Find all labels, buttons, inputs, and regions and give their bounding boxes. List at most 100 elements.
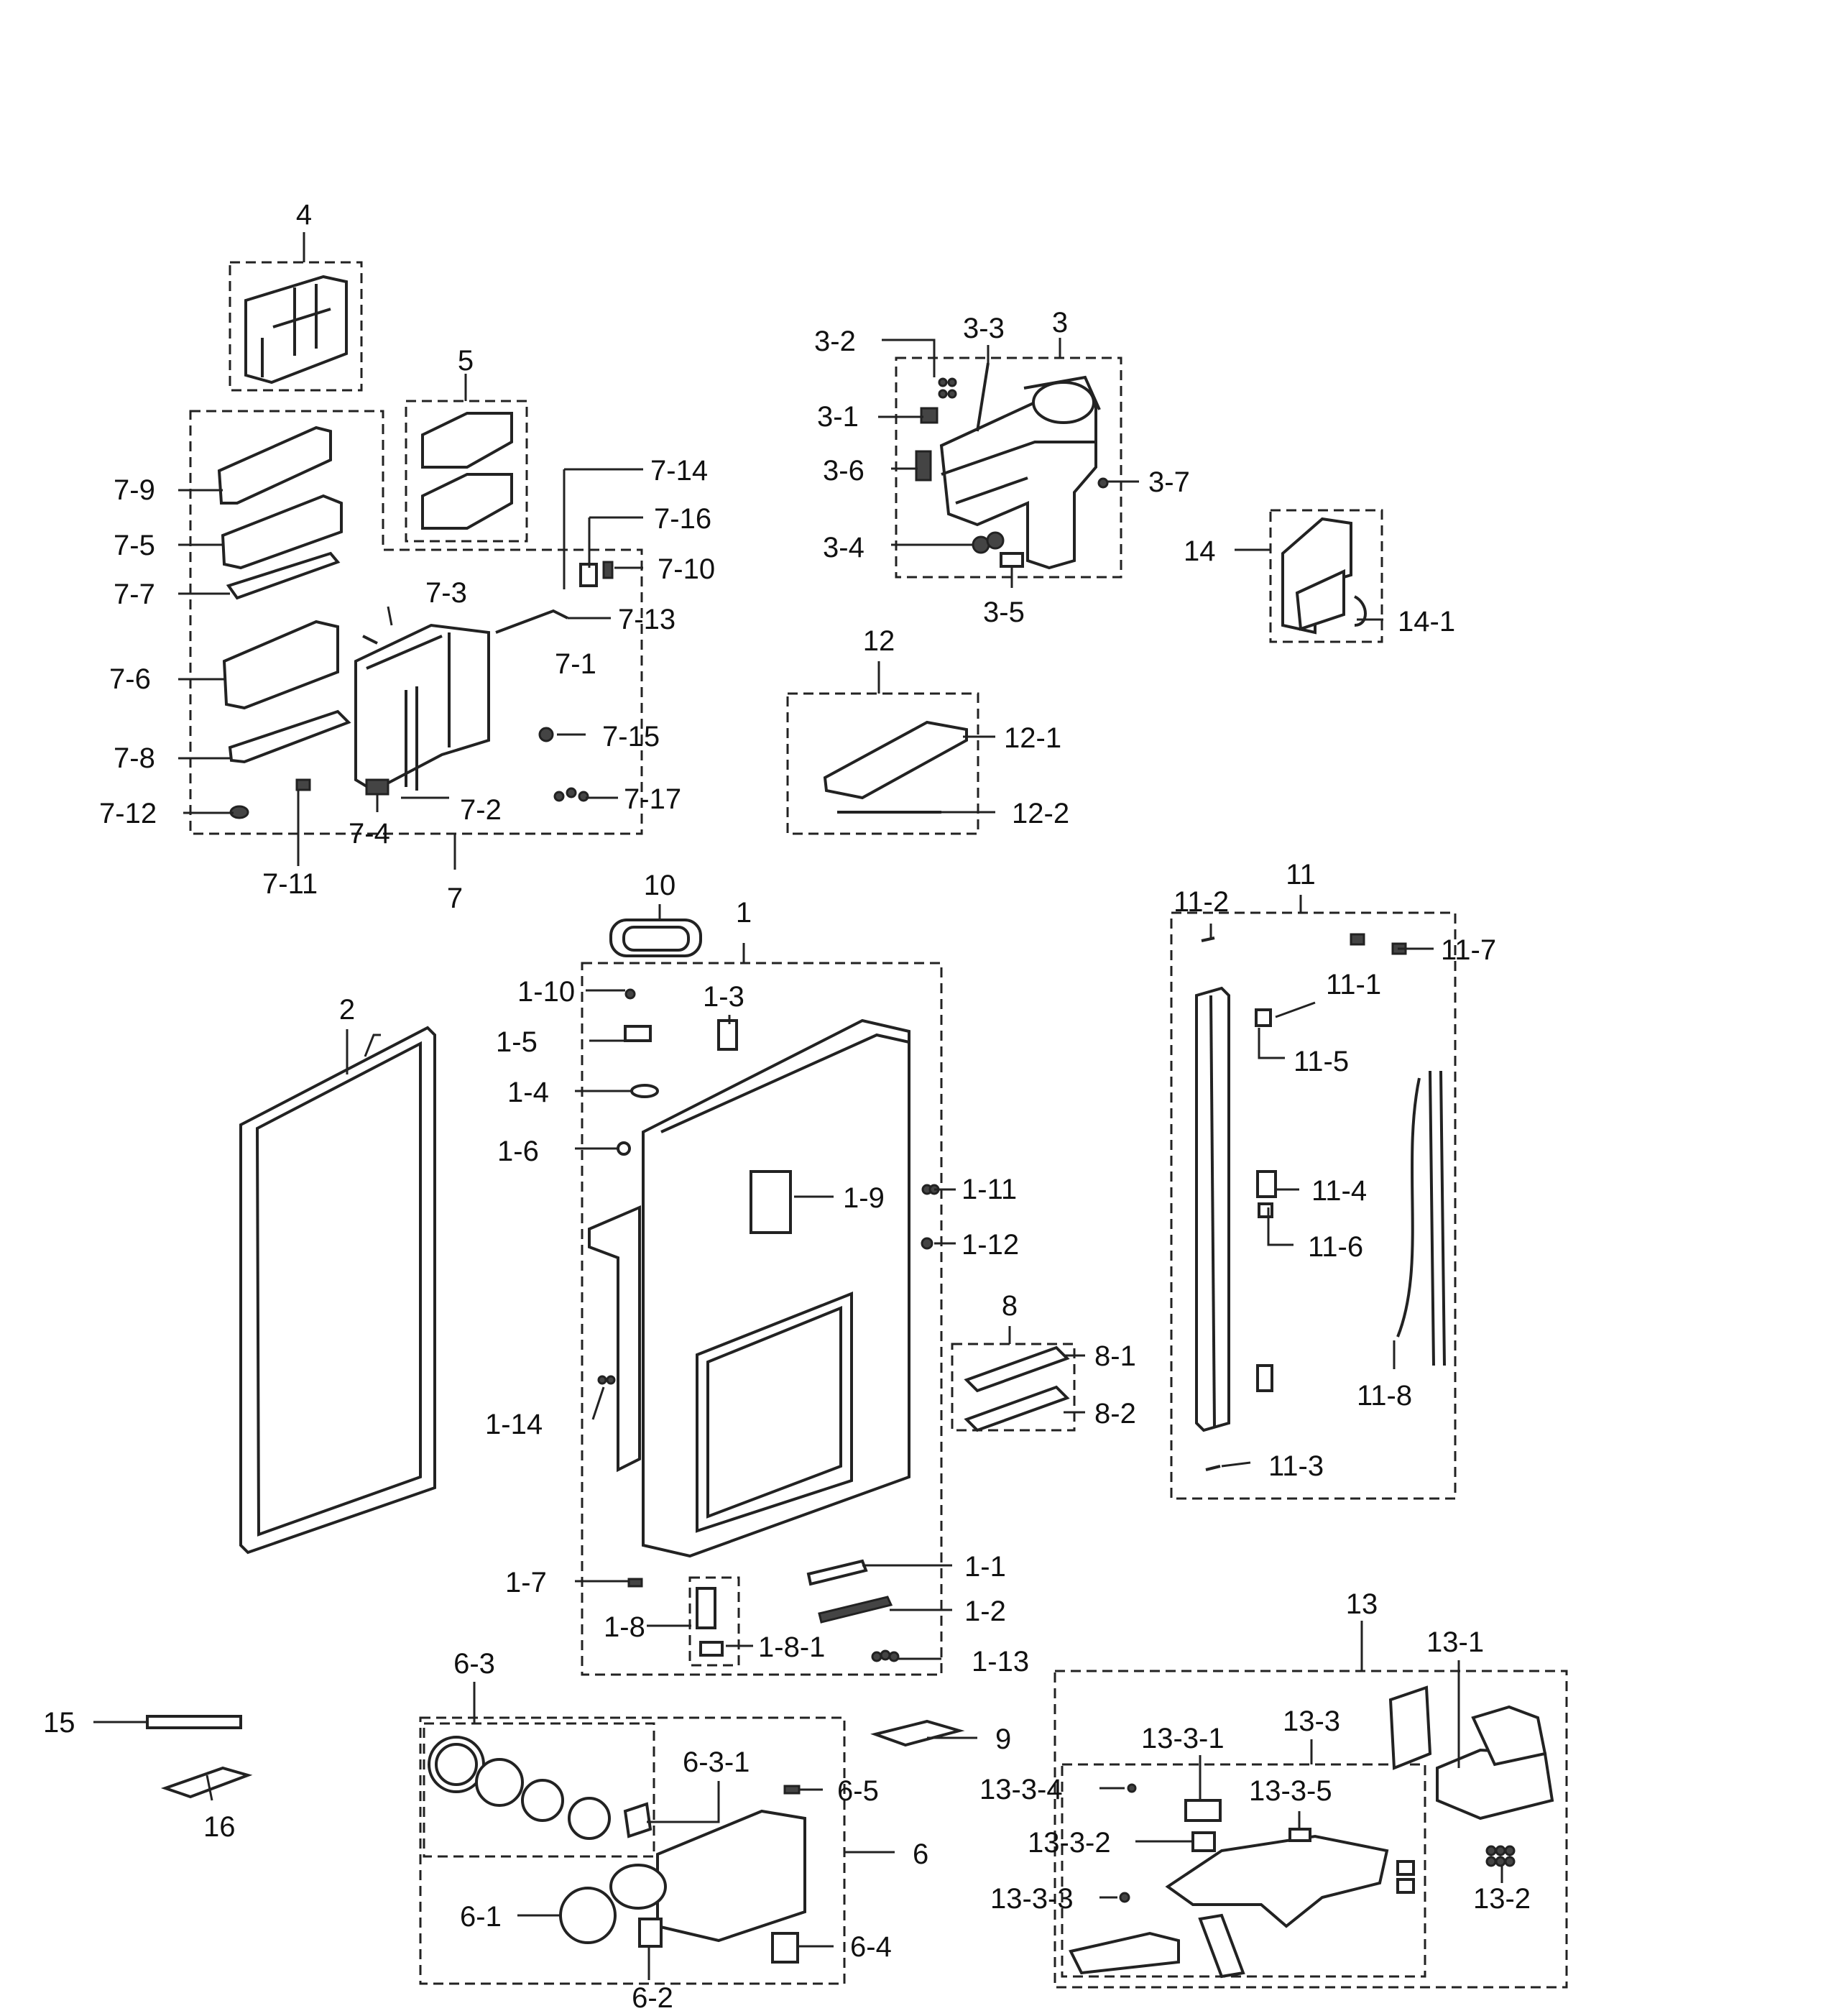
label-7-10: 7-10 bbox=[658, 553, 715, 585]
label-8-2: 8-2 bbox=[1094, 1398, 1136, 1430]
part-6-5-clip bbox=[783, 1785, 801, 1795]
part-7-17-screws bbox=[553, 787, 589, 802]
part-1-8-hinge bbox=[696, 1587, 716, 1629]
label-13-3: 13-3 bbox=[1283, 1706, 1340, 1737]
label-13-3-4: 13-3-4 bbox=[979, 1774, 1063, 1805]
part-13-2-screws bbox=[1485, 1845, 1516, 1867]
part-2-door-gasket bbox=[239, 1026, 436, 1555]
part-1-1-strip bbox=[806, 1559, 868, 1586]
label-1-1: 1-1 bbox=[964, 1551, 1006, 1583]
label-1-11: 1-11 bbox=[962, 1174, 1017, 1205]
part-7-13-lever bbox=[495, 609, 568, 634]
part-7-4-clip bbox=[365, 778, 389, 796]
label-7-15: 7-15 bbox=[602, 721, 660, 752]
label-15: 15 bbox=[43, 1707, 75, 1739]
part-8-1-plate bbox=[964, 1345, 1070, 1393]
part-7-11-clip bbox=[295, 778, 311, 791]
part-6-1-motor bbox=[559, 1887, 617, 1944]
label-3-6: 3-6 bbox=[823, 455, 864, 487]
part-13-3-3-spring bbox=[1119, 1892, 1130, 1903]
label-7-13: 7-13 bbox=[618, 604, 675, 635]
part-13-3-paddle bbox=[1198, 1913, 1245, 1979]
label-7-17: 7-17 bbox=[624, 783, 681, 815]
label-10: 10 bbox=[644, 870, 676, 901]
group-box-7 bbox=[189, 410, 643, 835]
label-3: 3 bbox=[1052, 307, 1068, 339]
group-box-5 bbox=[405, 400, 528, 543]
label-11-8: 11-8 bbox=[1357, 1380, 1412, 1412]
part-7-6-bin bbox=[222, 620, 339, 710]
part-3-dispenser-assembly bbox=[939, 375, 1101, 570]
label-6-3-1: 6-3-1 bbox=[683, 1746, 750, 1778]
group-box-1-8 bbox=[688, 1576, 740, 1667]
part-13-3-lever bbox=[1165, 1834, 1389, 1928]
group-box-6 bbox=[419, 1716, 846, 1985]
part-7-15-knob bbox=[538, 727, 554, 742]
part-6-4-valve bbox=[771, 1932, 799, 1964]
label-6: 6 bbox=[913, 1838, 928, 1870]
part-7-10-spring bbox=[602, 561, 614, 579]
part-4-bracket bbox=[244, 275, 348, 385]
label-7-7: 7-7 bbox=[114, 579, 155, 610]
label-12: 12 bbox=[863, 625, 895, 657]
group-box-6-3 bbox=[423, 1722, 655, 1858]
part-15-heater bbox=[146, 1715, 242, 1729]
part-6-3-1-clip bbox=[623, 1802, 653, 1838]
label-13: 13 bbox=[1346, 1588, 1378, 1620]
part-13-3-2-block bbox=[1191, 1831, 1216, 1852]
part-8-2-plate bbox=[964, 1385, 1070, 1432]
part-13-3-4-screw bbox=[1127, 1783, 1137, 1793]
label-1-9: 1-9 bbox=[843, 1182, 885, 1214]
label-13-1: 13-1 bbox=[1426, 1626, 1484, 1658]
label-13-3-2: 13-3-2 bbox=[1028, 1827, 1111, 1859]
part-7-5-bin bbox=[221, 494, 343, 570]
label-11-7: 11-7 bbox=[1441, 934, 1496, 966]
part-13-3-5-clip bbox=[1288, 1828, 1311, 1842]
label-1-6: 1-6 bbox=[497, 1136, 539, 1167]
label-1-8-1: 1-8-1 bbox=[758, 1631, 825, 1663]
label-1-8: 1-8 bbox=[604, 1611, 645, 1643]
label-6-3: 6-3 bbox=[453, 1648, 495, 1680]
label-1-3: 1-3 bbox=[703, 981, 744, 1013]
part-12-1-cover bbox=[823, 720, 968, 800]
label-14-1: 14-1 bbox=[1398, 606, 1455, 638]
label-7-12: 7-12 bbox=[99, 798, 157, 829]
label-1-5: 1-5 bbox=[496, 1026, 538, 1058]
part-16-plate bbox=[160, 1766, 253, 1799]
part-3-small-parts bbox=[915, 362, 1109, 568]
label-7-9: 7-9 bbox=[114, 474, 155, 506]
parts bbox=[146, 275, 1554, 1979]
label-11-5: 11-5 bbox=[1294, 1046, 1349, 1077]
label-8: 8 bbox=[1002, 1290, 1018, 1322]
part-7-7-rail bbox=[226, 551, 341, 600]
label-2: 2 bbox=[339, 994, 355, 1026]
label-9: 9 bbox=[995, 1723, 1011, 1755]
label-6-4: 6-4 bbox=[850, 1931, 892, 1963]
group-box-14 bbox=[1269, 509, 1383, 643]
part-1-2-strip bbox=[818, 1596, 893, 1624]
label-11: 11 bbox=[1286, 859, 1316, 890]
part-10-gasket-inner bbox=[622, 926, 690, 952]
label-13-3-3: 13-3-3 bbox=[990, 1883, 1074, 1915]
label-12-2: 12-2 bbox=[1012, 798, 1069, 829]
label-6-2: 6-2 bbox=[632, 1982, 673, 2014]
part-6-2-switch bbox=[638, 1918, 663, 1948]
part-5-door-bins bbox=[421, 412, 513, 530]
group-box-13-3 bbox=[1061, 1763, 1426, 1978]
label-3-2: 3-2 bbox=[814, 326, 856, 357]
label-13-3-5: 13-3-5 bbox=[1249, 1775, 1332, 1807]
label-5: 5 bbox=[458, 345, 474, 377]
group-box-12 bbox=[786, 692, 979, 835]
label-7-1: 7-1 bbox=[555, 648, 596, 680]
label-1-7: 1-7 bbox=[505, 1567, 547, 1598]
part-14-plate bbox=[1281, 517, 1367, 635]
label-7-11: 7-11 bbox=[262, 868, 318, 900]
part-9-cover bbox=[870, 1719, 965, 1747]
label-7-3: 7-3 bbox=[425, 577, 467, 609]
group-box-4 bbox=[229, 261, 363, 392]
label-1-4: 1-4 bbox=[507, 1077, 549, 1108]
label-7-16: 7-16 bbox=[654, 503, 711, 535]
leader-lines bbox=[93, 232, 1503, 1980]
group-box-11 bbox=[1170, 911, 1457, 1500]
